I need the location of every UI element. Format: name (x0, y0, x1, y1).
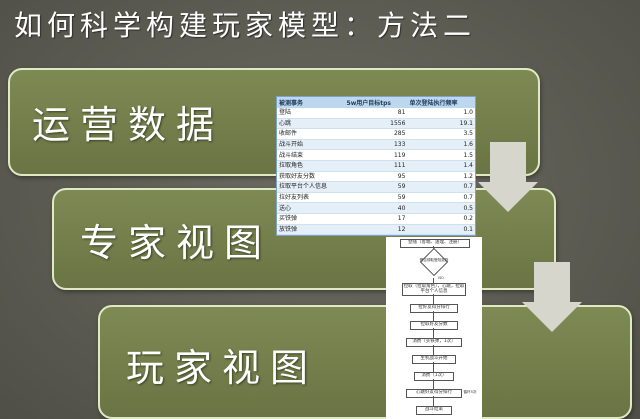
table-cell-frequency: 1.0 (407, 108, 475, 119)
table-cell-frequency: 0.5 (407, 202, 475, 214)
flow-decision-label: 是否领取登陆奖励 (419, 258, 449, 262)
table-cell-transaction: 拉取角色 (277, 160, 345, 172)
flow-step: 战斗结束 (416, 406, 452, 415)
flow-side-note: 循环5次 (463, 390, 477, 394)
table-cell-tps: 1556 (344, 118, 408, 130)
table-cell-frequency: 0.7 (407, 192, 475, 204)
table-cell-tps: 285 (344, 128, 408, 140)
column-header: 5w用户目标tps (344, 97, 408, 108)
column-header: 被测事务 (277, 97, 345, 108)
table-cell-tps: 59 (344, 181, 408, 193)
table-cell-tps: 12 (344, 224, 408, 235)
table-header-row: 被测事务 5w用户目标tps 单次登陆执行频率 (277, 97, 475, 108)
table-cell-tps: 119 (344, 149, 408, 161)
table-cell-frequency: 1.6 (407, 139, 475, 151)
down-arrow-icon (522, 262, 582, 332)
table-cell-transaction: 战斗开始 (277, 139, 345, 151)
table-cell-transaction: 心跳 (277, 118, 345, 130)
table-cell-transaction: 登陆 (277, 108, 345, 119)
flow-step: 生机战斗开始 (412, 355, 456, 364)
table-cell-frequency: 19.1 (407, 118, 475, 130)
table-cell-tps: 17 (344, 213, 408, 225)
table-cell-frequency: 1.5 (407, 149, 475, 161)
table-cell-tps: 111 (344, 160, 408, 172)
flow-step: 消费（1次） (414, 372, 454, 381)
table-cell-transaction: 获取好友分数 (277, 171, 345, 183)
table-cell-transaction: 拉好友列表 (277, 192, 345, 204)
flow-step: 拉取好友分数 (410, 321, 458, 330)
table-cell-frequency: 1.2 (407, 171, 475, 183)
table-cell-transaction: 买铁弹 (277, 213, 345, 225)
table-cell-transaction: 送心 (277, 202, 345, 214)
flow-step: 拉好友得分排行 (410, 304, 458, 313)
flow-start-box: 登陆（客端、送理、注册） (400, 239, 470, 248)
flow-step: 心跳好友得分排行 (406, 389, 462, 398)
step-label-operations-data: 运营数据 (32, 103, 225, 147)
step-player-view: 玩家视图 (98, 305, 632, 419)
table-cell-tps: 40 (344, 202, 408, 214)
player-flowchart: 登陆（客端、送理、注册） 是否领取登陆奖励 NO 拉取（拉取角色），心跳，拉取平… (386, 237, 482, 419)
table-cell-transaction: 拉取平台个人信息 (277, 181, 345, 193)
table-cell-frequency: 0.2 (407, 213, 475, 225)
step-label-expert-view: 专家视图 (80, 221, 273, 265)
column-header: 单次登陆执行频率 (407, 97, 475, 108)
table-cell-transaction: 战斗结束 (277, 149, 345, 161)
flow-step: 消费（买铁弹，1次） (406, 338, 462, 347)
table-cell-tps: 133 (344, 139, 408, 151)
table-cell-frequency: 0.7 (407, 181, 475, 193)
flow-decision-no: NO (438, 276, 444, 280)
table-cell-frequency: 1.4 (407, 160, 475, 172)
table-cell-tps: 81 (344, 108, 408, 119)
table-cell-transaction: 放铁弹 (277, 224, 345, 235)
table-cell-frequency: 3.5 (407, 128, 475, 140)
table-cell-tps: 95 (344, 171, 408, 183)
table-cell-tps: 59 (344, 192, 408, 204)
table-cell-frequency: 0.1 (407, 224, 475, 235)
down-arrow-icon (478, 142, 538, 212)
flow-step: 拉取（拉取角色），心跳，拉取平台个人信息 (402, 283, 466, 296)
slide-title: 如何科学构建玩家模型：方法二 (14, 9, 477, 42)
step-label-player-view: 玩家视图 (126, 346, 319, 390)
table-cell-transaction: 收邮件 (277, 128, 345, 140)
